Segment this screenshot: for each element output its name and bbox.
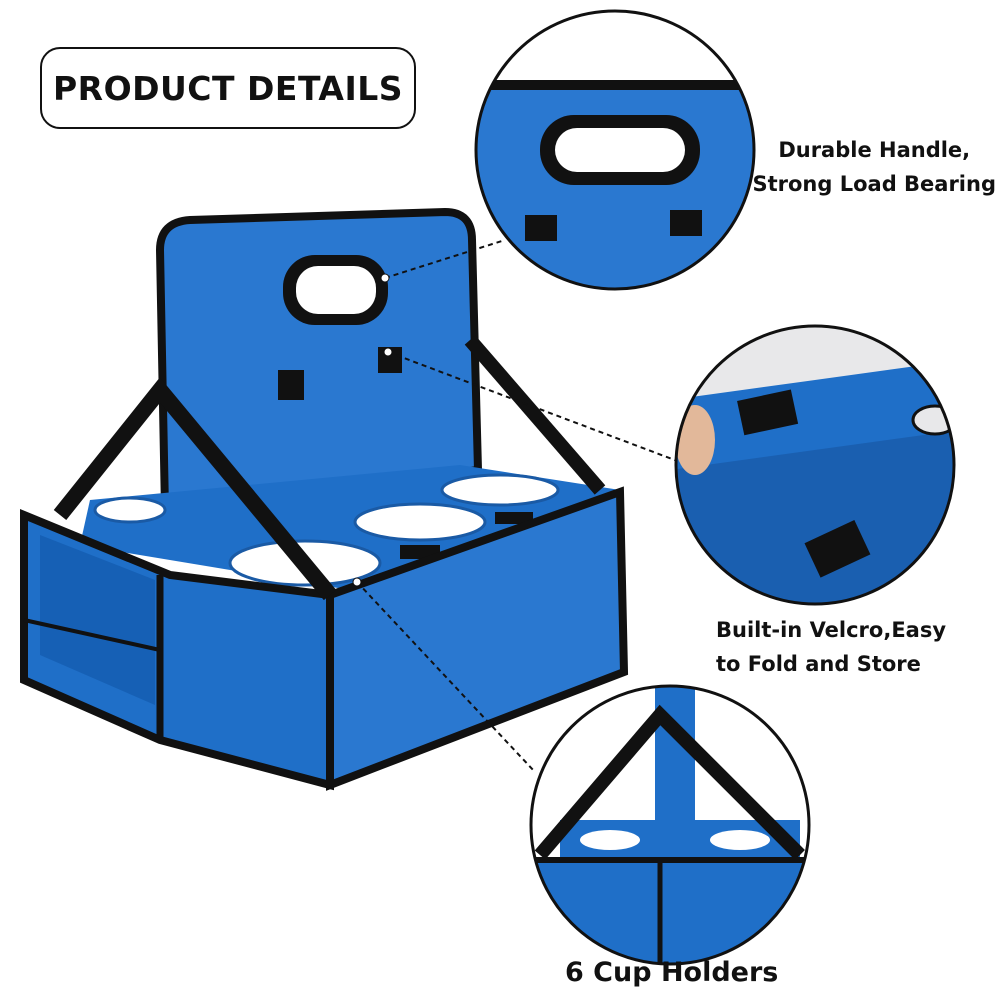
title-badge: PRODUCT DETAILS bbox=[40, 47, 416, 129]
detail-circle-cup-holders bbox=[529, 684, 811, 966]
connector-line-handle bbox=[384, 239, 506, 279]
connector-line-velcro bbox=[387, 351, 681, 463]
feature-label-handle: Durable Handle, Strong Load Bearing bbox=[752, 133, 996, 201]
page-title: PRODUCT DETAILS bbox=[52, 68, 404, 108]
feature-line: Strong Load Bearing bbox=[752, 172, 996, 196]
cup-carrier-product bbox=[20, 207, 629, 791]
feature-label-velcro: Built-in Velcro,Easy to Fold and Store bbox=[716, 613, 946, 681]
detail-circle-handle bbox=[474, 9, 756, 291]
feature-line: 6 Cup Holders bbox=[565, 957, 779, 988]
connector-line-cups bbox=[356, 581, 536, 773]
feature-label-cup-holders: 6 Cup Holders bbox=[565, 956, 778, 990]
detail-circle-velcro bbox=[674, 324, 956, 606]
feature-line: to Fold and Store bbox=[716, 652, 921, 676]
feature-line: Built-in Velcro,Easy bbox=[716, 618, 947, 642]
feature-line: Durable Handle, bbox=[778, 138, 971, 162]
